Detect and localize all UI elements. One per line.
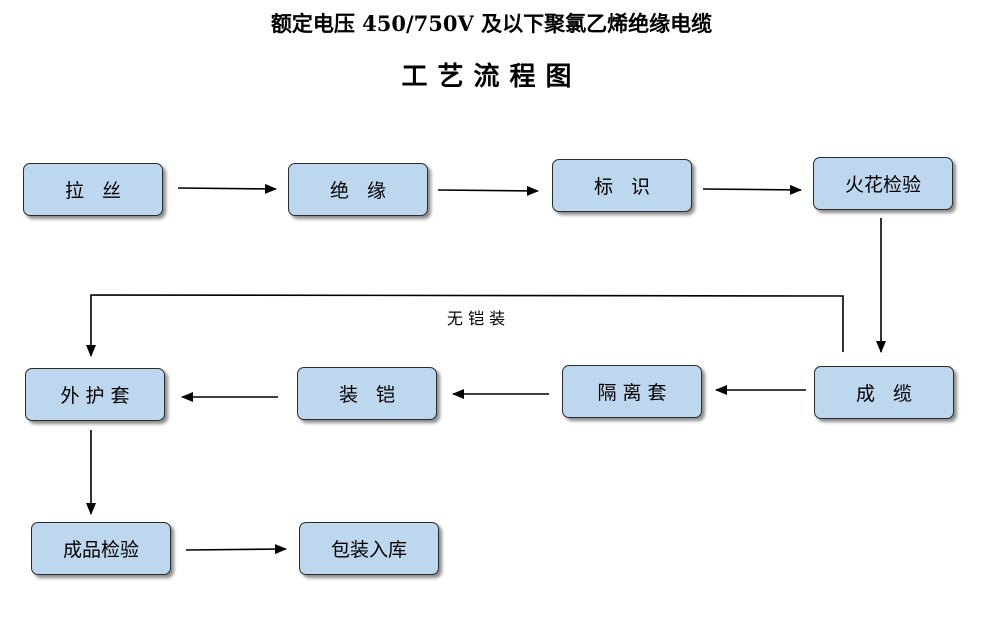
arrow-insulation-to-marking [437, 185, 539, 196]
step-marking: 标 识 [552, 159, 692, 212]
step-final-inspection: 成品检验 [31, 522, 171, 575]
arrow-drawing-to-insulation [177, 183, 277, 194]
step-spark-test: 火花检验 [813, 157, 953, 210]
bypass-no-armor-line [86, 294, 844, 357]
step-insulation: 绝 缘 [288, 163, 428, 216]
diagram-title: 额定电压 450/750V 及以下聚氯乙烯绝缘电缆 [270, 11, 713, 36]
step-packing: 包装入库 [299, 522, 439, 575]
diagram-subtitle: 工艺流程图 [401, 62, 582, 92]
step-separator: 隔 离 套 [562, 365, 702, 418]
step-cabling: 成 缆 [814, 366, 954, 419]
arrow-inspection-to-packing [185, 544, 287, 555]
step-drawing: 拉 丝 [23, 163, 163, 216]
step-armoring: 装 铠 [297, 367, 437, 420]
step-sheath: 外 护 套 [25, 368, 165, 421]
arrow-marking-to-spark-test [702, 184, 802, 195]
no-armor-label: 无 铠 装 [447, 309, 506, 328]
